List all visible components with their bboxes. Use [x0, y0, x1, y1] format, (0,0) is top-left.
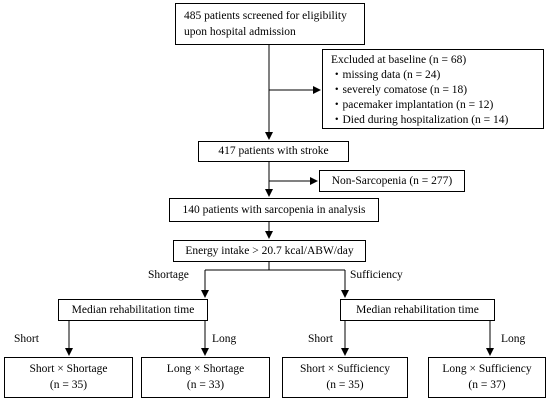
screened-line-1: 485 patients screened for eligibility [184, 10, 347, 22]
group-short-sufficiency-count: (n = 35) [326, 379, 364, 391]
group-short-shortage-box: Short × Shortage (n = 35) [4, 357, 133, 398]
group-long-shortage-count: (n = 33) [186, 379, 225, 391]
energy-intake-box: Energy intake > 20.7 kcal/ABW/day [173, 240, 366, 262]
excluded-box: Excluded at baseline (n = 68) ・missing d… [322, 49, 544, 129]
label-short-left: Short [14, 333, 39, 345]
label-sufficiency: Sufficiency [350, 269, 403, 281]
stroke-label: 417 patients with stroke [218, 145, 329, 157]
group-short-sufficiency-box: Short × Sufficiency (n = 35) [282, 357, 408, 398]
median-rehab-right-label: Median rehabilitation time [356, 304, 479, 316]
screened-line-2: upon hospital admission [184, 26, 296, 38]
label-shortage: Shortage [148, 269, 189, 281]
non-sarcopenia-box: Non-Sarcopenia (n = 277) [319, 170, 465, 192]
group-short-shortage-count: (n = 35) [49, 379, 88, 391]
excluded-item-comatose: ・severely comatose (n = 18) [331, 84, 468, 96]
label-long-right: Long [501, 333, 526, 345]
group-long-shortage-name: Long × Shortage [166, 363, 245, 375]
excluded-item-died: ・Died during hospitalization (n = 14) [331, 114, 509, 126]
group-long-shortage-box: Long × Shortage (n = 33) [141, 357, 270, 398]
median-rehab-left-label: Median rehabilitation time [71, 304, 195, 316]
sarcopenia-label: 140 patients with sarcopenia in analysis [182, 204, 366, 216]
stroke-box: 417 patients with stroke [198, 141, 349, 162]
excluded-title: Excluded at baseline (n = 68) [331, 54, 467, 66]
label-short-right: Short [308, 333, 333, 345]
sarcopenia-box: 140 patients with sarcopenia in analysis [169, 198, 379, 222]
group-short-sufficiency-name: Short × Sufficiency [300, 363, 390, 375]
energy-intake-label: Energy intake > 20.7 kcal/ABW/day [185, 245, 354, 257]
group-short-shortage-name: Short × Shortage [29, 363, 108, 375]
median-rehab-left-box: Median rehabilitation time [58, 299, 208, 321]
non-sarcopenia-label: Non-Sarcopenia (n = 277) [331, 175, 453, 187]
excluded-item-missing-data: ・missing data (n = 24) [331, 69, 441, 81]
screened-box: 485 patients screened for eligibility up… [175, 3, 365, 45]
group-long-sufficiency-count: (n = 37) [468, 379, 506, 391]
median-rehab-right-box: Median rehabilitation time [340, 299, 495, 321]
group-long-sufficiency-box: Long × Sufficiency (n = 37) [428, 357, 546, 398]
excluded-item-pacemaker: ・pacemaker implantation (n = 12) [331, 99, 494, 111]
group-long-sufficiency-name: Long × Sufficiency [442, 363, 532, 375]
label-long-left: Long [212, 333, 237, 345]
